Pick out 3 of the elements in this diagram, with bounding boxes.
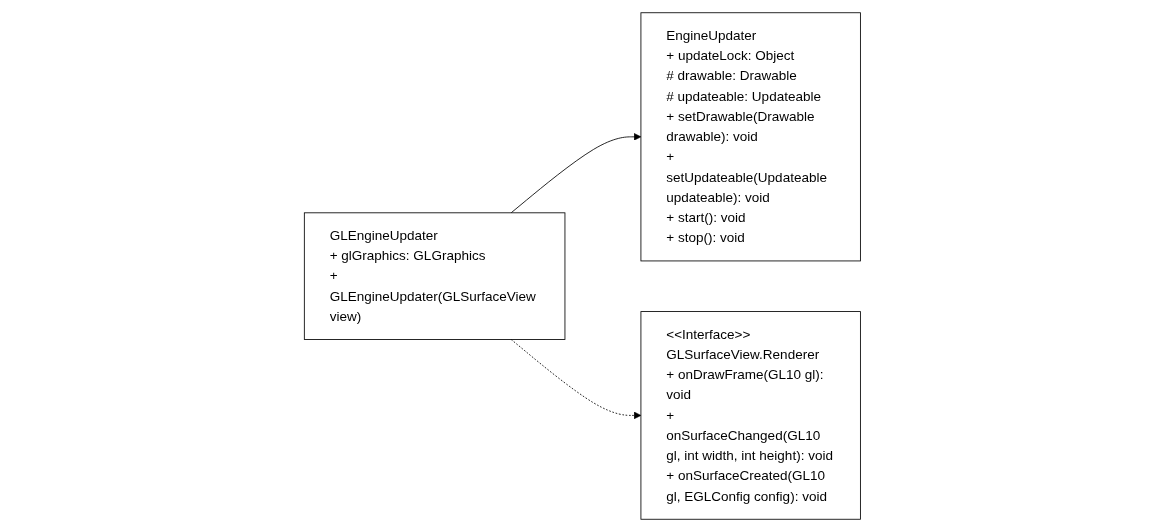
node-box: EngineUpdater + updateLock: Object # drawable: Drawable # updateable: Updateable + setDrawable(Drawable drawable): void + setUpdateable(Updateable updateable): void + start(): void + stop(): void (640, 11, 861, 261)
node-box: <<Interface>> GLSurfaceView.Renderer + onDrawFrame(GL10 gl): void + onSurfaceChanged(GL10 gl, int width, int height): void + onSurfaceCreated(GL10 gl, EGLConfig config): void (640, 310, 861, 520)
node-box: GLEngineUpdater + glGraphics: GLGraphics + GLEngineUpdater(GLSurfaceView view) (303, 211, 565, 340)
